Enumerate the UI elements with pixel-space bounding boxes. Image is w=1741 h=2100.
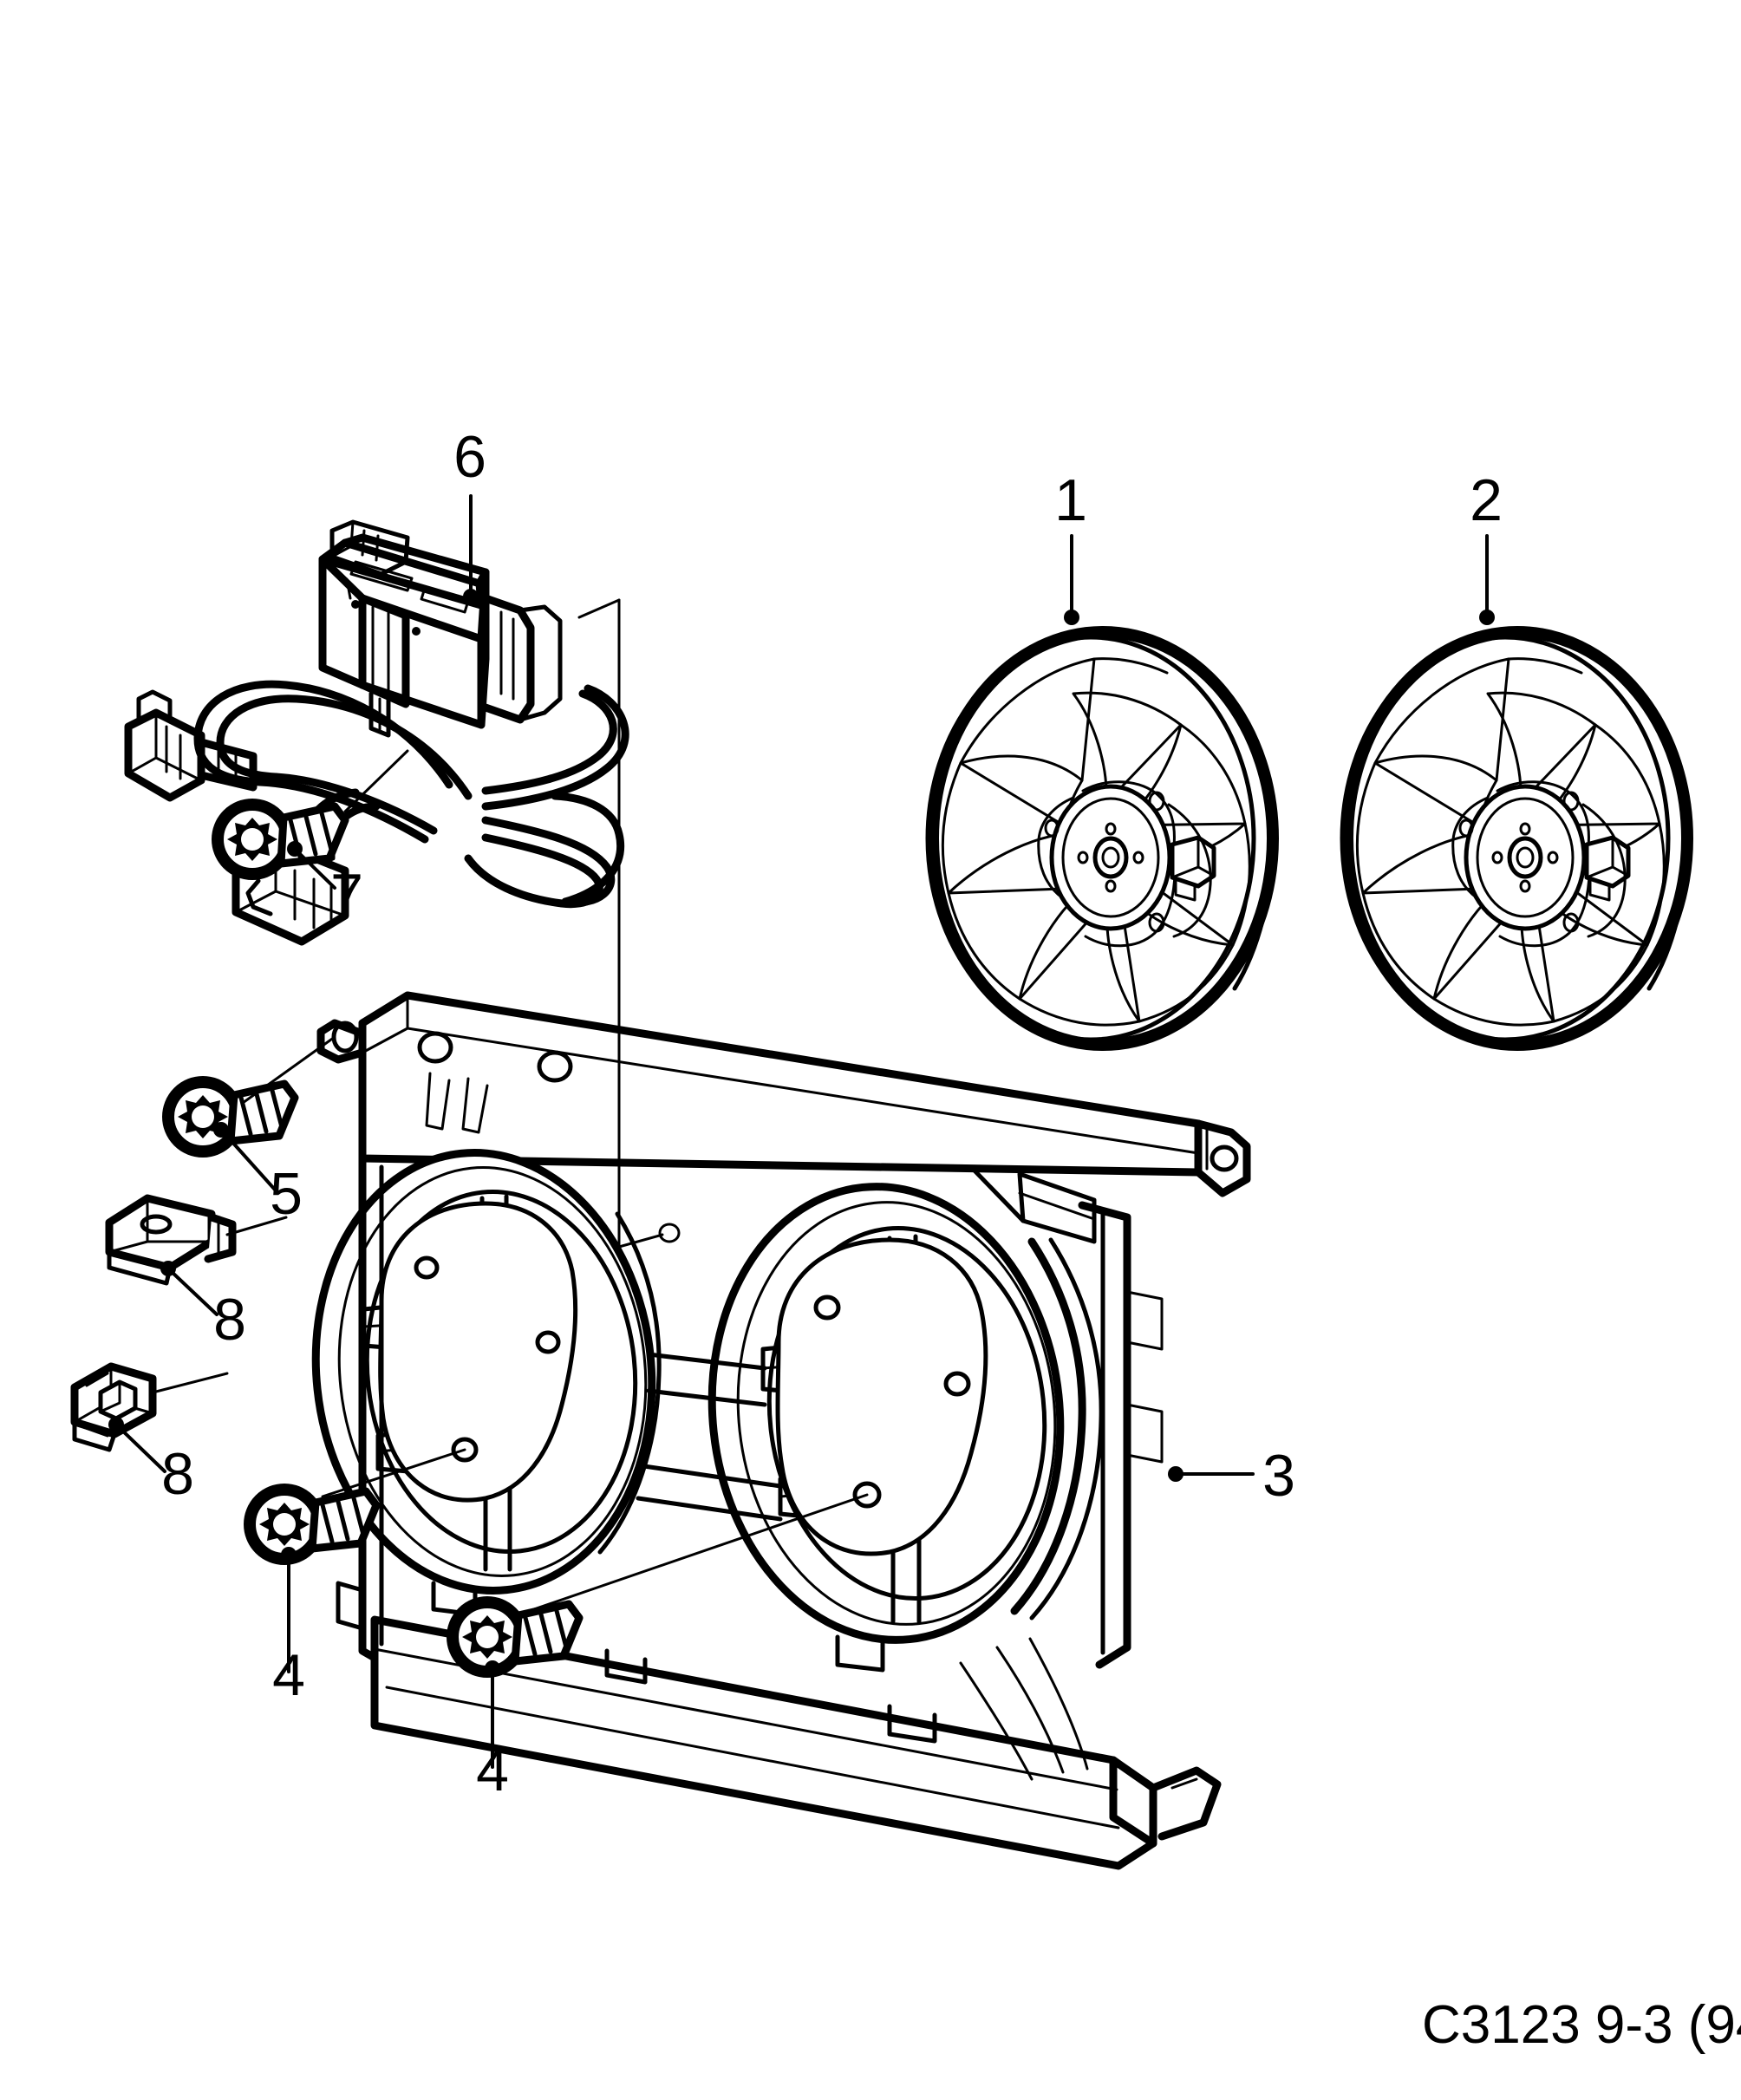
- callout-5-shroud-screw-upper-left: 5: [213, 1122, 303, 1227]
- callout-leader-line: [168, 1268, 218, 1316]
- callout-leader-dot: [287, 841, 303, 857]
- callout-7-relay-module-screw: 7: [287, 841, 363, 928]
- callout-leader-dot: [463, 589, 479, 604]
- part-8-clip-lower: [70, 1362, 157, 1452]
- callout-leader-line: [116, 1425, 166, 1473]
- diagram-caption: C3123 9-3 (9440): [1422, 1995, 1741, 2055]
- callout-leader-dot: [485, 1660, 500, 1676]
- part-5-screw: [162, 1076, 299, 1158]
- callout-3-fan-shroud: 3: [1168, 1443, 1295, 1509]
- part-1-cooling-fan: [925, 626, 1279, 1051]
- callout-6-fan-control-relay-module-with-harness: 6: [453, 424, 486, 604]
- callout-leader-dot: [108, 1417, 124, 1432]
- callout-2-cooling-fan-with-motor-right: 2: [1470, 467, 1503, 625]
- part-2-cooling-fan: [1340, 626, 1693, 1051]
- callout-leader-dot: [160, 1261, 176, 1276]
- callout-number: 4: [476, 1738, 509, 1803]
- callout-number: 6: [453, 424, 486, 490]
- callout-number: 8: [161, 1441, 194, 1507]
- callout-leader-dot: [281, 1547, 297, 1562]
- part-4-screw-center: [447, 1596, 584, 1678]
- part-8-clip-upper: [105, 1194, 237, 1286]
- callout-number: 7: [330, 862, 363, 928]
- callout-leader-dot: [1168, 1466, 1183, 1482]
- callout-leader-dot: [1479, 610, 1495, 625]
- part-4-screw-left: [244, 1484, 381, 1565]
- callout-number: 4: [272, 1642, 305, 1708]
- callout-leader-line: [295, 849, 336, 890]
- part-6-control-module-group: [124, 519, 629, 946]
- part-7-screw: [212, 799, 349, 880]
- callout-4-shroud-screw-lower-center: 4: [476, 1660, 509, 1803]
- callout-layer: 1 2 3 4 4 5 6 7 8 8: [108, 424, 1503, 1803]
- callout-1-cooling-fan-with-motor-left: 1: [1054, 467, 1087, 625]
- callout-number: 3: [1262, 1443, 1295, 1509]
- callout-number: 5: [270, 1161, 303, 1227]
- callout-leader-dot: [1064, 610, 1079, 625]
- callout-8-retaining-clip-nut-lower: 8: [108, 1417, 194, 1507]
- callout-number: 2: [1470, 467, 1503, 533]
- callout-8-retaining-clip-nut-upper: 8: [160, 1261, 246, 1353]
- callout-number: 8: [213, 1287, 246, 1353]
- callout-number: 1: [1054, 467, 1087, 533]
- part-3-fan-shroud: [311, 991, 1251, 1870]
- callout-leader-line: [221, 1130, 277, 1191]
- assembly-position-lines: [151, 598, 869, 1613]
- callout-leader-dot: [213, 1122, 229, 1138]
- callout-4-shroud-screw-lower-left: 4: [272, 1547, 305, 1708]
